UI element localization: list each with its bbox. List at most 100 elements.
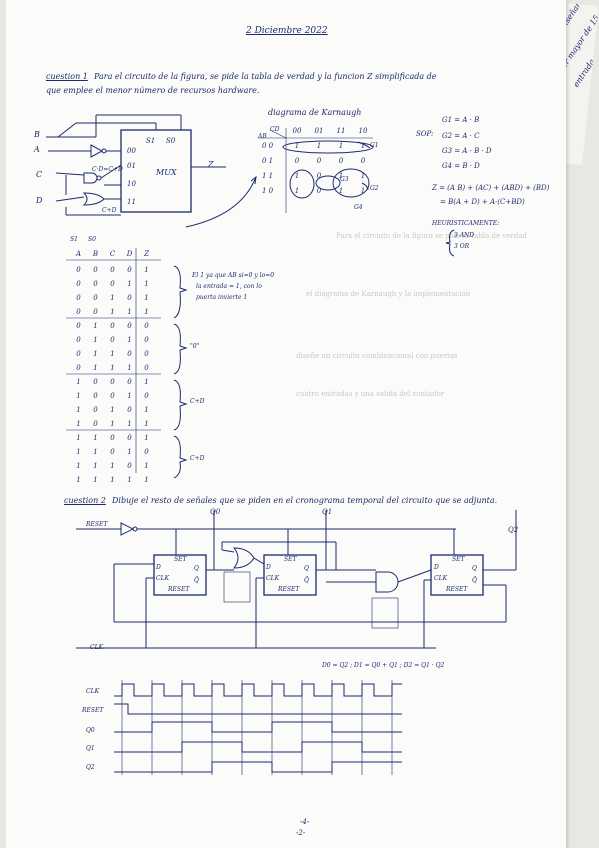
mux-circuit-diagram: [46, 114, 226, 216]
arrow-annotation: [185, 175, 257, 228]
ff2-qn: Q̄: [472, 577, 477, 584]
ff1-d: D: [266, 564, 271, 571]
brace-label: C+D: [190, 455, 205, 462]
kmap-col-header: 01: [314, 127, 324, 135]
sop-group: G2 = A · C: [442, 132, 480, 140]
input-label-d: D: [36, 196, 43, 205]
ff1-clk: CLK: [266, 575, 280, 582]
input-label-c: C: [36, 170, 43, 179]
z-equation-1: Z = (A B) + (AC) + (ABD) + (BD): [432, 184, 550, 192]
ff1-q: Q: [304, 565, 309, 572]
timing-label-q2: Q2: [86, 764, 95, 771]
kmap-row-label: 1 0: [262, 187, 274, 195]
kmap-cell: 0: [338, 157, 344, 165]
note-line: El 1 ya que AB si=0 y lo=0: [192, 272, 275, 279]
ff0-qn: Q̄: [194, 577, 199, 584]
kmap-row-label: 1 1: [262, 172, 274, 180]
q1-text-line2: que emplee el menor número de recursos h…: [46, 86, 260, 95]
timing-label-q0: Q0: [86, 727, 95, 734]
ff2-q: Q: [472, 565, 477, 572]
timing-label-clk: CLK: [86, 688, 100, 695]
kmap-row-label: 0 0: [262, 142, 274, 150]
kmap-col-header: 00: [292, 127, 302, 135]
next-state-equation: D0 = Q2 ; D1 = Q0 + Q1 ; D2 = Q1 · Q2: [322, 662, 445, 669]
kmap-group-label: G3: [340, 176, 349, 183]
kmap-cell: 1: [338, 142, 344, 150]
page-number-alt: -2-: [296, 829, 306, 837]
brace-label: C+D: [190, 398, 205, 405]
ff2-set: SET: [452, 556, 465, 563]
kmap-cell: 1: [294, 172, 300, 180]
ff0-clk: CLK: [156, 575, 170, 582]
mux-input-11: 11: [127, 198, 136, 206]
mux-select-s0: S0: [166, 137, 176, 145]
q1-text-line1: Para el circuito de la figura, se pide l…: [94, 72, 437, 81]
q2-text: Dibuje el resto de señales que se piden …: [112, 496, 498, 505]
kmap-cell: 1: [360, 172, 366, 180]
sop-label: SOP:: [416, 130, 434, 138]
kmap-cell: 1: [338, 172, 344, 180]
truth-select-s1: S1: [70, 236, 78, 243]
flipflop-circuit: [76, 510, 517, 649]
kmap-col-header: 10: [358, 127, 368, 135]
signal-q2: Q2: [508, 526, 519, 534]
truth-table-lines: [66, 248, 161, 473]
sop-group: G3 = A · B · D: [442, 147, 492, 155]
gate-label-and: C·D=C+D: [92, 166, 123, 173]
kmap-corner-left: AB: [258, 133, 267, 140]
heuristic-label: HEURISTICAMENTE:: [432, 220, 500, 227]
kmap-cell: 1: [338, 187, 344, 195]
mux-label: MUX: [156, 168, 177, 177]
heuristic-brace: [445, 229, 455, 257]
sop-group: G4 = B · D: [442, 162, 480, 170]
kmap-cell: 1: [294, 187, 300, 195]
ff2-d: D: [434, 564, 439, 571]
clk-label: CLK: [90, 644, 104, 651]
q2-label: cuestion 2: [64, 496, 106, 505]
kmap-cell: 0: [316, 187, 322, 195]
kmap-cell: 0: [316, 172, 322, 180]
sop-group: G1 = A · B: [442, 116, 480, 124]
truth-select-s0: S0: [88, 236, 96, 243]
note-line: puerta invierte 1: [196, 294, 248, 301]
mux-input-01: 01: [127, 162, 136, 170]
page-date: 2 Diciembre 2022: [246, 26, 328, 36]
brace-label: "0": [190, 343, 200, 350]
timing-diagram: [114, 680, 402, 775]
truth-table-braces: [173, 265, 188, 479]
kmap-row-label: 0 1: [262, 157, 274, 165]
kmap-group-label: G1: [370, 142, 379, 149]
signal-q0: Q0: [210, 508, 221, 516]
note-line: la entrada = 1, con lo: [196, 283, 262, 290]
kmap-cell: 1: [360, 142, 366, 150]
timing-gridlines: [121, 680, 393, 775]
page-number: -4-: [300, 818, 310, 826]
kmap-grid: [258, 128, 374, 213]
ff2-clk: CLK: [434, 575, 448, 582]
kmap-cell: 1: [360, 187, 366, 195]
kmap-cell: 0: [360, 157, 366, 165]
ff1-reset: RESET: [278, 586, 300, 593]
ff2-reset: RESET: [446, 586, 468, 593]
q1-label: cuestion 1: [46, 72, 88, 81]
kmap-cell: 0: [316, 157, 322, 165]
ff1-qn: Q̄: [304, 577, 309, 584]
input-label-a: A: [34, 145, 40, 154]
signal-q1: Q1: [322, 508, 333, 516]
kmap-cell: 0: [294, 157, 300, 165]
gate-label-or: C+D: [102, 207, 117, 214]
ff0-reset: RESET: [168, 586, 190, 593]
